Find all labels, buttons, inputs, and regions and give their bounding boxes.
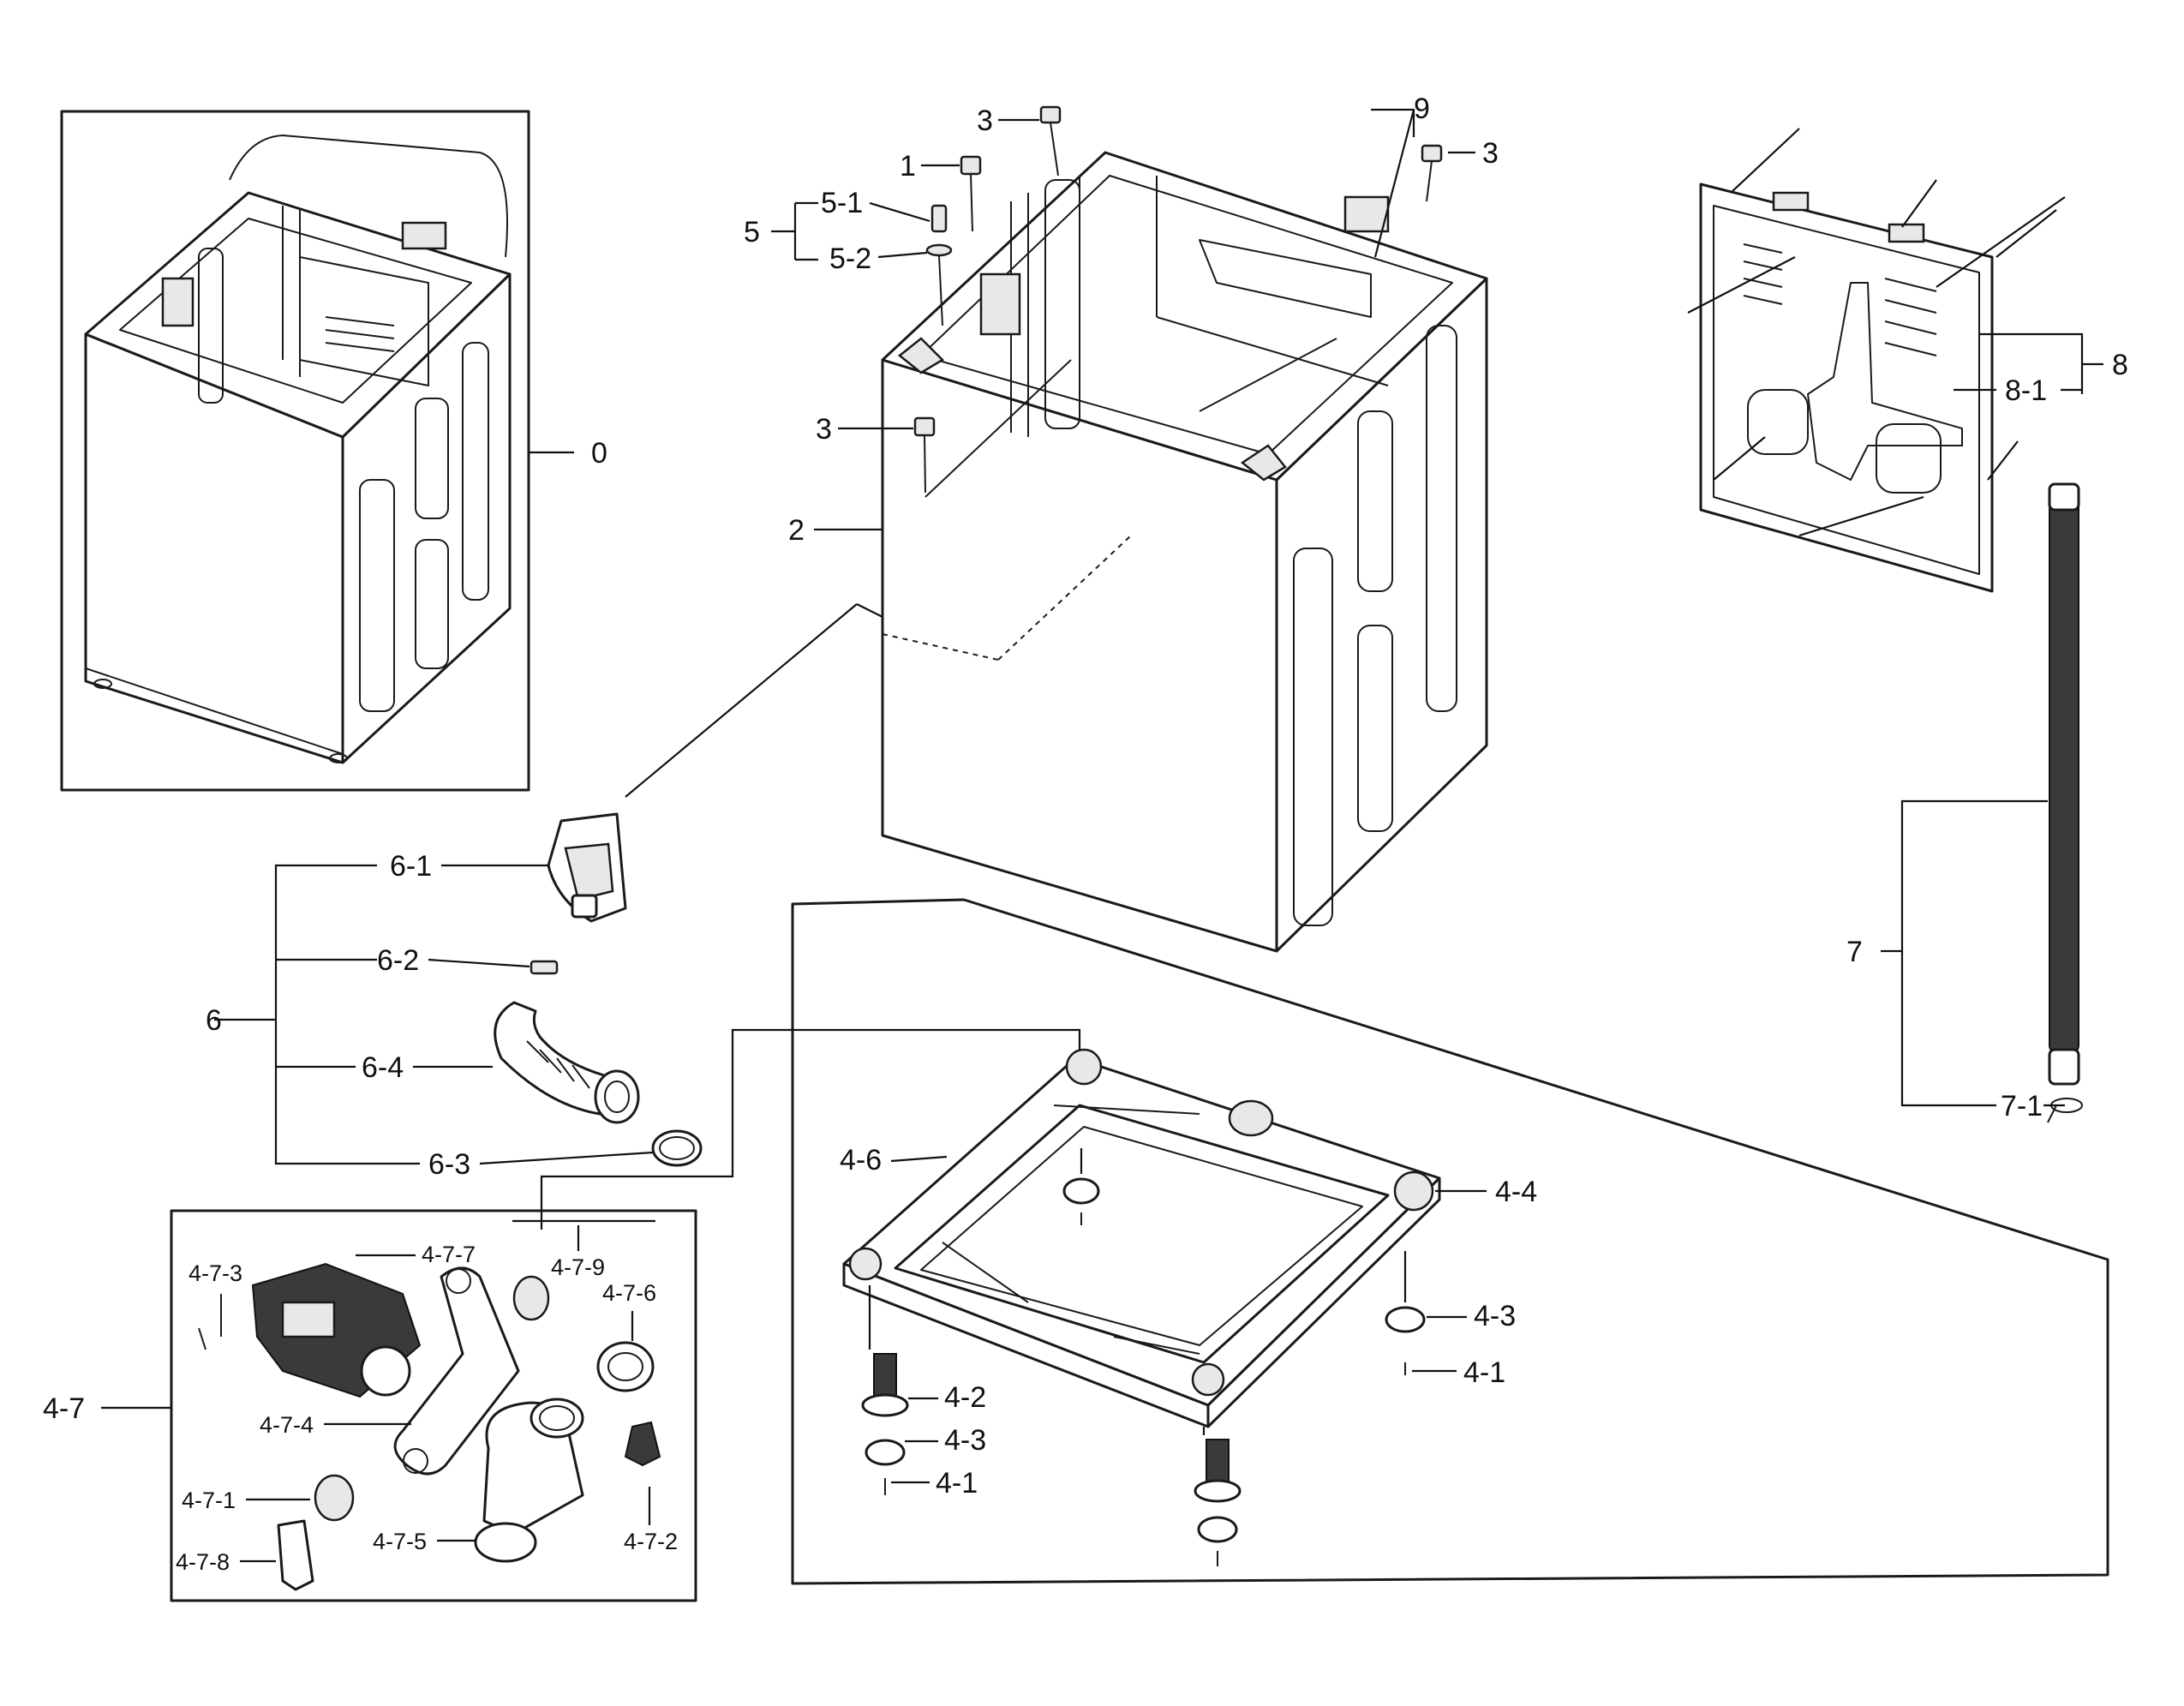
bracket-5	[771, 201, 818, 261]
foot-4-2-right	[1194, 1439, 1242, 1566]
leader-4-6	[890, 1155, 948, 1163]
label-6: 6	[206, 1004, 222, 1037]
bracket-3-top	[1039, 105, 1062, 177]
screw-8b	[1901, 179, 1937, 228]
part-7-hose	[2047, 482, 2083, 1123]
label-6-2: 6-2	[377, 944, 419, 977]
label-4-7-6: 4-7-6	[602, 1280, 656, 1306]
label-8-1: 8-1	[2005, 374, 2047, 407]
label-7-1: 7-1	[2001, 1090, 2043, 1122]
bracket-3-left	[913, 416, 936, 494]
label-4-2: 4-2	[944, 1381, 986, 1414]
part-6-drain-assembly	[494, 812, 703, 1167]
label-4-7: 4-7	[43, 1392, 85, 1425]
label-3-right: 3	[1482, 137, 1499, 170]
ring-4-7-6	[596, 1341, 655, 1392]
leader-5-2	[877, 251, 928, 259]
guide-6b	[856, 603, 883, 618]
label-2: 2	[788, 514, 805, 547]
label-9: 9	[1414, 93, 1430, 125]
pin-5-1-5-2	[925, 204, 953, 326]
leader-6-3	[479, 1151, 654, 1165]
label-4-3-left: 4-3	[944, 1424, 986, 1457]
foot-4-2-left	[861, 1353, 909, 1495]
base-outline	[791, 898, 2109, 1585]
pump-motor-4-7-7	[251, 1262, 422, 1398]
filter-4-7-1	[314, 1474, 355, 1522]
label-4-7-7: 4-7-7	[422, 1242, 476, 1267]
label-4-7-4: 4-7-4	[260, 1412, 314, 1438]
bracket-3-right	[1421, 144, 1443, 202]
leader-9	[1371, 108, 1415, 258]
part-0-assembly-inset	[60, 110, 530, 792]
label-5-2: 5-2	[829, 242, 871, 275]
label-5: 5	[744, 216, 760, 248]
label-4-7-5: 4-7-5	[373, 1529, 427, 1554]
label-3-left: 3	[816, 413, 832, 446]
part-4-base-frame	[842, 1048, 1441, 1428]
label-6-4: 6-4	[362, 1051, 404, 1084]
bracket-4-7-4	[393, 1266, 520, 1476]
guide-8a	[1687, 256, 1796, 314]
guide-8b	[1713, 436, 1766, 481]
clip-4-7-2	[624, 1421, 661, 1467]
label-6-3: 6-3	[428, 1148, 470, 1181]
part-2-cabinet	[881, 151, 1488, 953]
label-0: 0	[591, 437, 607, 470]
label-4-7-1: 4-7-1	[182, 1488, 236, 1513]
label-1: 1	[900, 150, 916, 183]
part-8-back-panel	[1699, 183, 1994, 593]
label-4-6: 4-6	[840, 1144, 882, 1176]
foot-4-3-right	[1385, 1306, 1426, 1375]
label-4-1-right: 4-1	[1463, 1356, 1505, 1389]
part-4-7-9	[512, 1275, 550, 1321]
label-5-1: 5-1	[821, 187, 863, 219]
clip-1	[960, 155, 982, 232]
label-4-7-3: 4-7-3	[188, 1260, 242, 1286]
bracket-7	[1881, 799, 2048, 1107]
bracket-6	[214, 864, 420, 1165]
leader-5-1	[869, 201, 930, 223]
screw-4-7-3b	[198, 1327, 206, 1350]
cover-4-7-8	[277, 1519, 314, 1591]
part-4-7-inset	[170, 1209, 697, 1602]
label-4-1-left: 4-1	[936, 1467, 978, 1499]
guide-8d	[1936, 196, 2066, 288]
pump-housing-4-7-5	[474, 1398, 584, 1563]
label-4-3-right: 4-3	[1474, 1300, 1516, 1332]
guide-6	[625, 603, 858, 798]
foot-4-3-center	[1062, 1177, 1100, 1225]
label-4-7-2: 4-7-2	[624, 1529, 678, 1554]
label-3-top: 3	[977, 105, 993, 137]
bracket-8	[1954, 332, 2103, 394]
screw-8d	[1987, 440, 2019, 481]
label-4-7-8: 4-7-8	[176, 1549, 230, 1575]
screw-8c	[1996, 209, 2057, 258]
leader-6-2	[428, 958, 530, 968]
label-4-7-9: 4-7-9	[551, 1254, 605, 1280]
label-8: 8	[2112, 349, 2128, 381]
guide-8c	[1798, 495, 1924, 537]
label-7: 7	[1846, 936, 1863, 968]
screw-8a	[1730, 128, 1800, 194]
guide-4-7	[540, 1028, 1081, 1230]
label-6-1: 6-1	[390, 850, 432, 883]
label-4-4: 4-4	[1495, 1176, 1537, 1208]
